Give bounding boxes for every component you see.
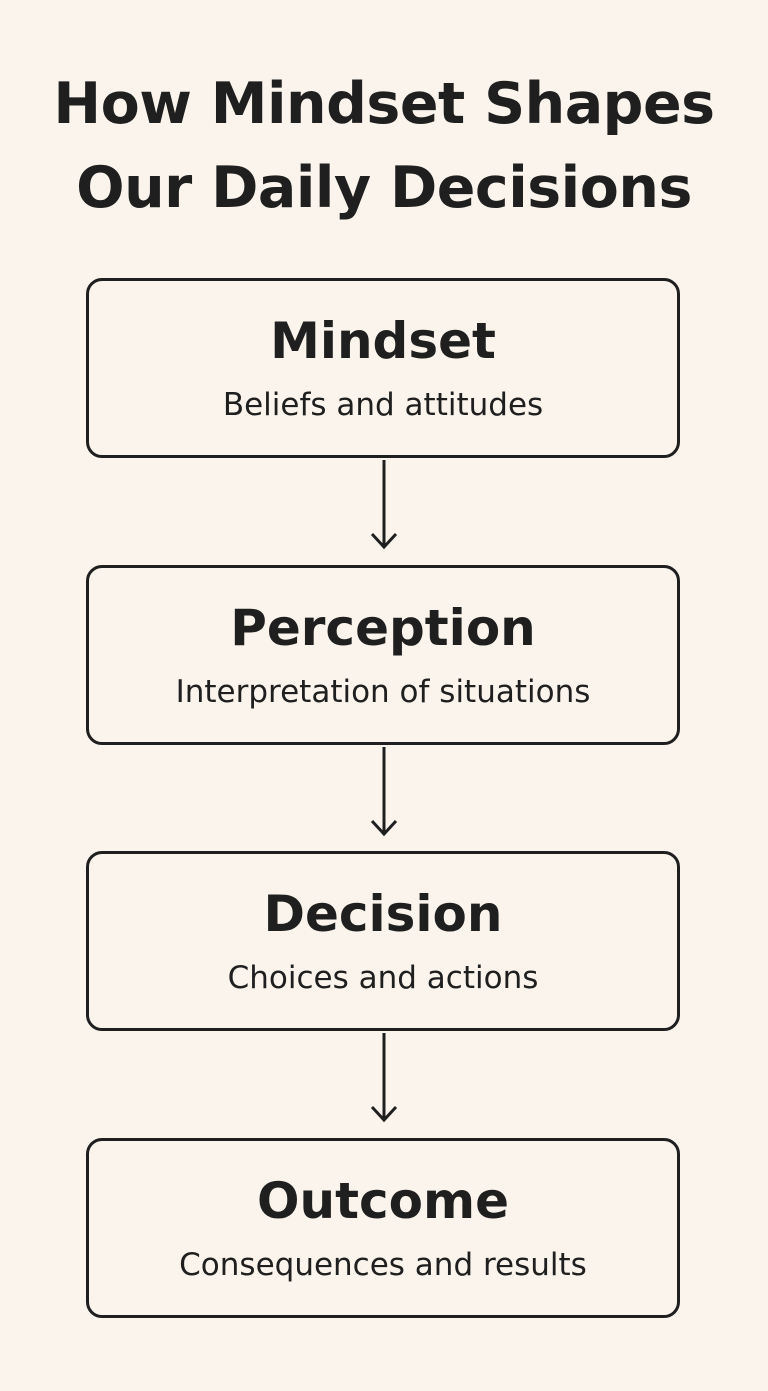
step-box-outcome: Outcome Consequences and results	[86, 1138, 680, 1318]
page-title: How Mindset Shapes Our Daily Decisions	[0, 62, 768, 230]
title-line-1: How Mindset Shapes	[53, 71, 715, 137]
step-box-mindset: Mindset Beliefs and attitudes	[86, 278, 680, 458]
arrow-down-icon	[370, 1033, 398, 1123]
step-heading-perception: Perception	[230, 599, 536, 657]
arrow-down-icon	[370, 460, 398, 550]
title-line-2: Our Daily Decisions	[76, 155, 692, 221]
step-description-mindset: Beliefs and attitudes	[222, 387, 544, 423]
step-description-decision: Choices and actions	[227, 960, 539, 996]
step-box-perception: Perception Interpretation of situations	[86, 565, 680, 745]
step-description-perception: Interpretation of situations	[175, 674, 591, 710]
step-heading-outcome: Outcome	[256, 1172, 509, 1230]
step-heading-mindset: Mindset	[270, 312, 496, 370]
step-box-decision: Decision Choices and actions	[86, 851, 680, 1031]
step-description-outcome: Consequences and results	[179, 1247, 587, 1283]
arrow-down-icon	[370, 747, 398, 837]
step-heading-decision: Decision	[263, 885, 503, 943]
